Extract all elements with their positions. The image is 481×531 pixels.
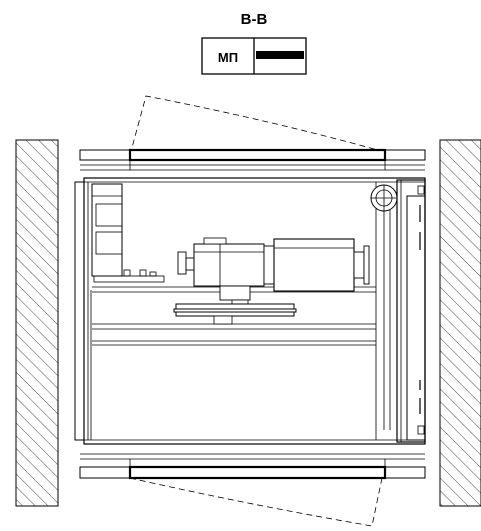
top-door-sill — [79, 148, 426, 171]
top-door-leaf — [128, 148, 387, 162]
traction-machine — [177, 237, 370, 307]
door-swing-bottom — [129, 477, 383, 527]
left-frame — [74, 181, 92, 441]
right-wall — [439, 139, 481, 507]
bottom-door-sill — [79, 453, 426, 480]
sheave-base — [173, 303, 297, 325]
governor-pulley — [370, 184, 398, 212]
bottom-door-leaf — [128, 465, 387, 480]
counterweight-frame — [383, 179, 426, 443]
badge-bar — [256, 51, 304, 59]
mp-badge: МП — [201, 37, 307, 75]
door-swing-top — [129, 95, 386, 156]
control-cabinet — [91, 183, 165, 283]
section-title: В-В — [241, 11, 268, 28]
left-wall — [15, 139, 59, 507]
badge-label: МП — [218, 50, 238, 65]
